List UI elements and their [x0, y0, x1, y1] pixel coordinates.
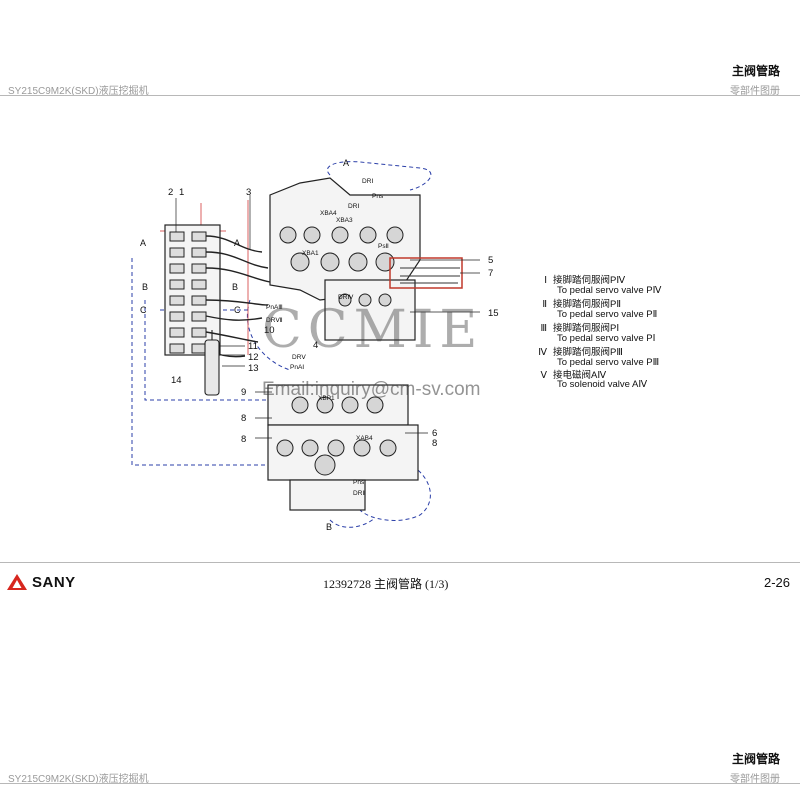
legend-item: Ⅴ 接电磁阀AⅣ	[533, 367, 607, 381]
section-letters: A A A B B B C C	[140, 158, 349, 532]
valve-port-label: Pns	[372, 193, 384, 200]
valve-port-label: DRⅠ	[348, 203, 359, 210]
page-title: 主阀管路	[731, 752, 780, 766]
section-letter: B	[232, 282, 238, 292]
section-letter: A	[343, 158, 349, 168]
legend-item-en: To pedal servo valve PⅠ	[557, 333, 655, 344]
legend-text-cn: 接脚踏伺服阀PⅠ	[553, 323, 620, 334]
legend-text-en: To pedal servo valve PⅢ	[557, 357, 660, 368]
valve-port-label: XBA1	[302, 250, 319, 257]
sany-logo-icon	[7, 574, 27, 590]
callout-labels: 2 1 3 4 5 7 15 11 10 12 13 14 9 8 8 6 8	[168, 187, 499, 449]
sany-logo-text: SANY	[32, 573, 76, 591]
callout-label: 8	[241, 413, 246, 424]
section-letter: A	[140, 238, 146, 248]
callout-label: 6	[432, 428, 437, 439]
solenoid-cylinder	[204, 330, 220, 396]
lower-valve-ports	[276, 396, 397, 476]
legend-text-en: To solenoid valve AⅣ	[557, 379, 648, 390]
valve-port-label: DRⅡ	[353, 490, 366, 497]
valve-port-label: XAB4	[356, 435, 373, 442]
legend-text-cn: 接电磁阀AⅣ	[553, 370, 607, 381]
valve-port-label: PnAⅠ	[290, 364, 304, 371]
legend-item-en: To pedal servo valve PⅢ	[557, 357, 659, 368]
callout-label: 10	[264, 325, 275, 336]
legend-number: Ⅳ	[538, 347, 547, 358]
leader-lines	[175, 195, 480, 439]
sany-logo: SANY	[6, 572, 76, 592]
callout-label: 14	[171, 375, 182, 386]
legend-text-en: To pedal servo valve PⅣ	[557, 285, 662, 296]
legend-text-cn: 接脚踏伺服阀PⅢ	[553, 347, 623, 358]
legend-item-en: To pedal servo valve PⅡ	[557, 309, 657, 320]
callout-label: 13	[248, 363, 259, 374]
valve-port-label: DRⅤ	[292, 354, 306, 361]
valve-port-label: XBP1	[318, 395, 335, 402]
catalog-subtitle: 零部件图册	[730, 774, 780, 785]
callout-label: 5	[488, 255, 493, 266]
section-letter: B	[142, 282, 148, 292]
valve-port-label: XBA4	[320, 210, 337, 217]
legend-text-en: To pedal servo valve PⅠ	[557, 333, 656, 344]
legend-item-en: To solenoid valve AⅣ	[557, 379, 647, 390]
page-number: 2-26	[763, 575, 790, 590]
callout-label: 12	[248, 352, 259, 363]
manifold-hoses	[205, 235, 271, 358]
drawing-code: 12392728 主阀管路 (1/3)	[323, 577, 449, 591]
watermark-email: Email:inquiry@cm-sv.com	[262, 379, 481, 400]
section-lines	[160, 200, 249, 355]
valve-port-label: DRⅣ	[338, 294, 354, 301]
legend-item: Ⅲ 接脚踏伺服阀PⅠ	[533, 320, 619, 334]
callout-label: 9	[241, 387, 246, 398]
valve-port-label: PsⅡ	[378, 243, 389, 250]
section-letter: B	[326, 522, 332, 532]
valve-port-label: Pns	[353, 479, 365, 486]
legend-text-en: To pedal servo valve PⅡ	[557, 309, 658, 320]
callout-label: 8	[432, 438, 437, 449]
section-letter: C	[140, 305, 147, 315]
legend-item-en: To pedal servo valve PⅣ	[557, 285, 661, 296]
valve-port-label: XBA3	[336, 217, 353, 224]
section-letter: C	[234, 305, 241, 315]
legend-number: Ⅲ	[540, 323, 547, 334]
section-letter: A	[234, 238, 240, 248]
callout-label: 11	[248, 341, 258, 352]
page-title: 主阀管路	[731, 64, 780, 78]
legend-number: Ⅴ	[540, 370, 548, 381]
footer-divider	[0, 562, 800, 563]
legend-item: Ⅰ 接脚踏伺服阀PⅣ	[533, 272, 625, 286]
manifold-fittings	[169, 231, 207, 354]
model-name: SY215C9M2K(SKD)液压挖掘机	[8, 774, 149, 785]
callout-label: 2	[168, 187, 173, 198]
callout-label: 7	[488, 268, 493, 279]
callout-label: 4	[313, 340, 318, 351]
model-name: SY215C9M2K(SKD)液压挖掘机	[8, 86, 149, 97]
legend-item: Ⅱ 接脚踏伺服阀PⅡ	[533, 296, 621, 310]
highlight-hoses	[400, 267, 460, 284]
callout-label: 1	[179, 187, 184, 198]
header-divider	[0, 95, 800, 96]
valve-port-label: DRⅠ	[362, 178, 373, 185]
legend-item: Ⅳ 接脚踏伺服阀PⅢ	[533, 344, 623, 358]
valve-port-labels: DRⅠ Pns DRⅠ PnAⅢ DRⅦ DRⅤ PnAⅠ DRⅣ Pns DR…	[266, 178, 389, 497]
legend-number: Ⅱ	[542, 299, 547, 310]
callout-label: 8	[241, 434, 246, 445]
header-divider	[0, 783, 800, 784]
legend-text-cn: 接脚踏伺服阀PⅣ	[553, 275, 626, 286]
callout-label: 15	[488, 308, 499, 319]
watermark-brand: CCMIE	[262, 300, 484, 360]
legend-text-cn: 接脚踏伺服阀PⅡ	[553, 299, 622, 310]
valve-port-label: DRⅦ	[266, 317, 283, 324]
catalog-subtitle: 零部件图册	[730, 86, 780, 97]
valve-port-label: PnAⅢ	[266, 304, 283, 311]
callout-label: 3	[246, 187, 251, 198]
legend-number: Ⅰ	[544, 275, 547, 286]
